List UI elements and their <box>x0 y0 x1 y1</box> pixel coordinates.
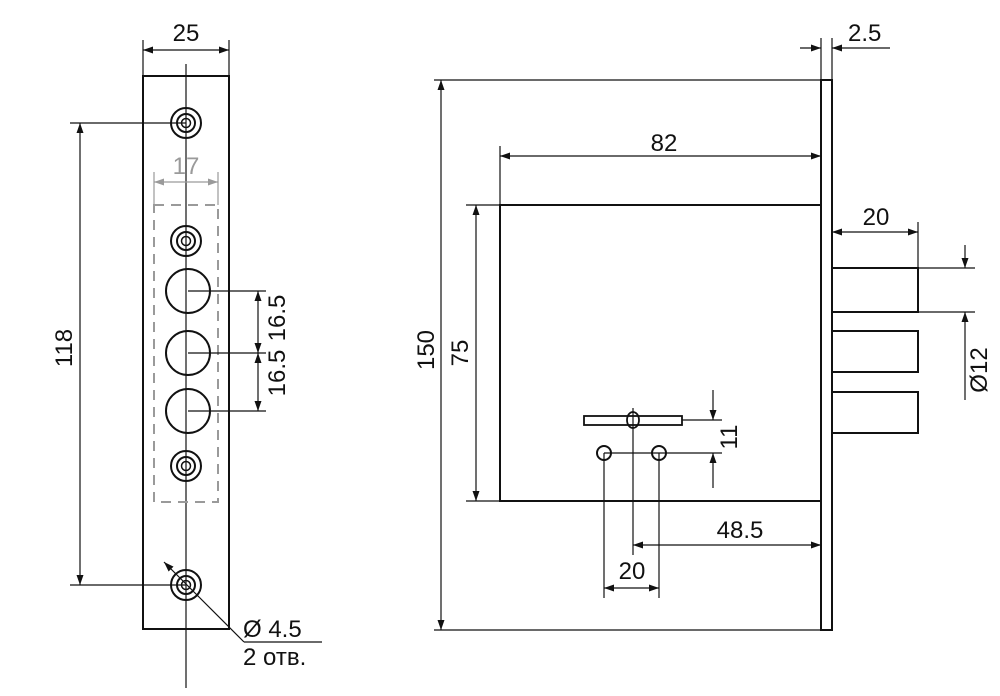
backset-label: 48.5 <box>717 517 764 544</box>
screw-hole-lower <box>170 450 202 482</box>
front-view: 25 17 118 16.5 16.5 Ø 4.5 2 отв. <box>51 20 322 688</box>
lock-case-box <box>499 204 822 502</box>
keyhole-spacing-label: 11 <box>716 425 743 450</box>
hole-spacing-label: 20 <box>619 558 646 585</box>
hole-leader-line <box>163 561 245 643</box>
side-view: 2.5 150 75 82 20 Ø12 11 48.5 <box>413 20 993 631</box>
total-height-label: 150 <box>413 330 440 370</box>
inner-width-label: 17 <box>173 153 200 180</box>
hole-count-label: 2 отв. <box>243 644 306 671</box>
bolt-1 <box>831 267 919 313</box>
bolt-projection-label: 20 <box>863 204 890 231</box>
case-height-label: 75 <box>447 340 474 367</box>
height-label: 118 <box>51 329 78 367</box>
faceplate-edge <box>820 79 833 631</box>
bolt-3 <box>831 391 919 434</box>
hole-diameter-label: Ø 4.5 <box>243 616 302 643</box>
screw-hole-upper <box>170 225 202 257</box>
case-depth-label: 82 <box>651 130 678 157</box>
spacing-upper-label: 16.5 <box>264 295 291 342</box>
bolt-diameter-label: Ø12 <box>966 347 993 392</box>
bolt-2 <box>831 330 919 373</box>
width-label: 25 <box>173 20 200 47</box>
faceplate-thickness-label: 2.5 <box>848 20 881 47</box>
spacing-lower-label: 16.5 <box>264 350 291 397</box>
